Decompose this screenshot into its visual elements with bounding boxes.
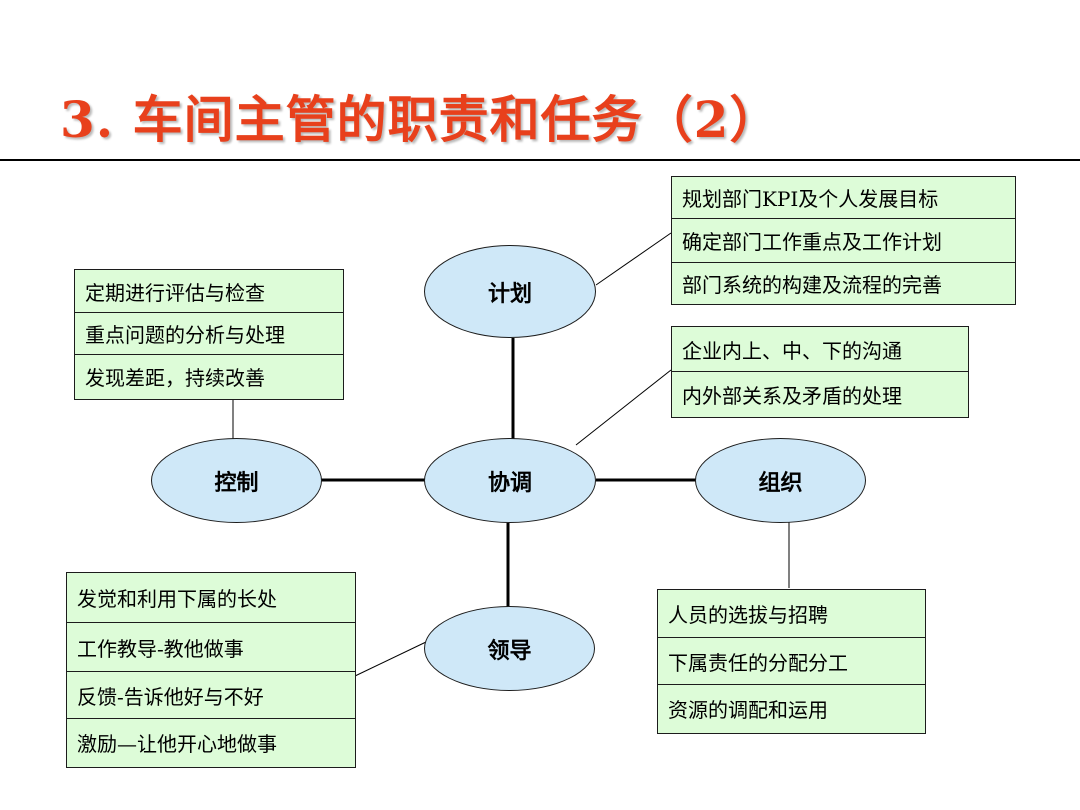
node-coordinate-label: 协调 (487, 470, 532, 496)
box-coordinate-item: 企业内上、中、下的沟通 (682, 338, 902, 363)
box-organize-item: 资源的调配和运用 (658, 684, 925, 732)
node-plan-label: 计划 (487, 281, 532, 307)
callout-lead (354, 641, 427, 677)
box-control: 定期进行评估与检查 重点问题的分析与处理 发现差距，持续改善 (74, 269, 344, 400)
box-lead: 发觉和利用下属的长处 工作教导-教他做事 反馈-告诉他好与不好 激励—让他开心地… (66, 572, 356, 768)
callout-plan (595, 232, 672, 286)
box-coordinate-item: 内外部关系及矛盾的处理 (672, 371, 968, 416)
node-control: 控制 (151, 438, 322, 523)
box-lead-item: 反馈-告诉他好与不好 (67, 671, 355, 718)
node-control-label: 控制 (214, 470, 259, 496)
box-organize-item: 人员的选拔与招聘 (668, 603, 828, 627)
box-plan-item: 规划部门KPI及个人发展目标 (682, 187, 939, 211)
box-lead-item: 激励—让他开心地做事 (67, 718, 355, 766)
box-control-item: 发现差距，持续改善 (75, 354, 343, 398)
node-organize-label: 组织 (758, 470, 803, 496)
box-control-item: 定期进行评估与检查 (85, 280, 265, 305)
slide-title: 3. 车间主管的职责和任务（2） (60, 90, 781, 149)
box-control-item: 重点问题的分析与处理 (75, 312, 343, 354)
box-organize: 人员的选拔与招聘 下属责任的分配分工 资源的调配和运用 (657, 589, 926, 734)
node-plan: 计划 (424, 245, 596, 338)
node-lead-label: 领导 (487, 638, 532, 664)
callout-coordinate (575, 369, 672, 446)
node-coordinate: 协调 (424, 438, 596, 523)
box-plan-item: 部门系统的构建及流程的完善 (672, 262, 1015, 303)
box-plan: 规划部门KPI及个人发展目标 确定部门工作重点及工作计划 部门系统的构建及流程的… (671, 176, 1016, 305)
box-lead-item: 发觉和利用下属的长处 (77, 587, 277, 611)
box-organize-item: 下属责任的分配分工 (658, 637, 925, 684)
node-lead: 领导 (424, 606, 595, 691)
box-coordinate: 企业内上、中、下的沟通 内外部关系及矛盾的处理 (671, 326, 969, 418)
box-lead-item: 工作教导-教他做事 (67, 622, 355, 671)
title-divider (0, 159, 1080, 161)
node-organize: 组织 (695, 438, 866, 523)
box-plan-item: 确定部门工作重点及工作计划 (672, 218, 1015, 262)
